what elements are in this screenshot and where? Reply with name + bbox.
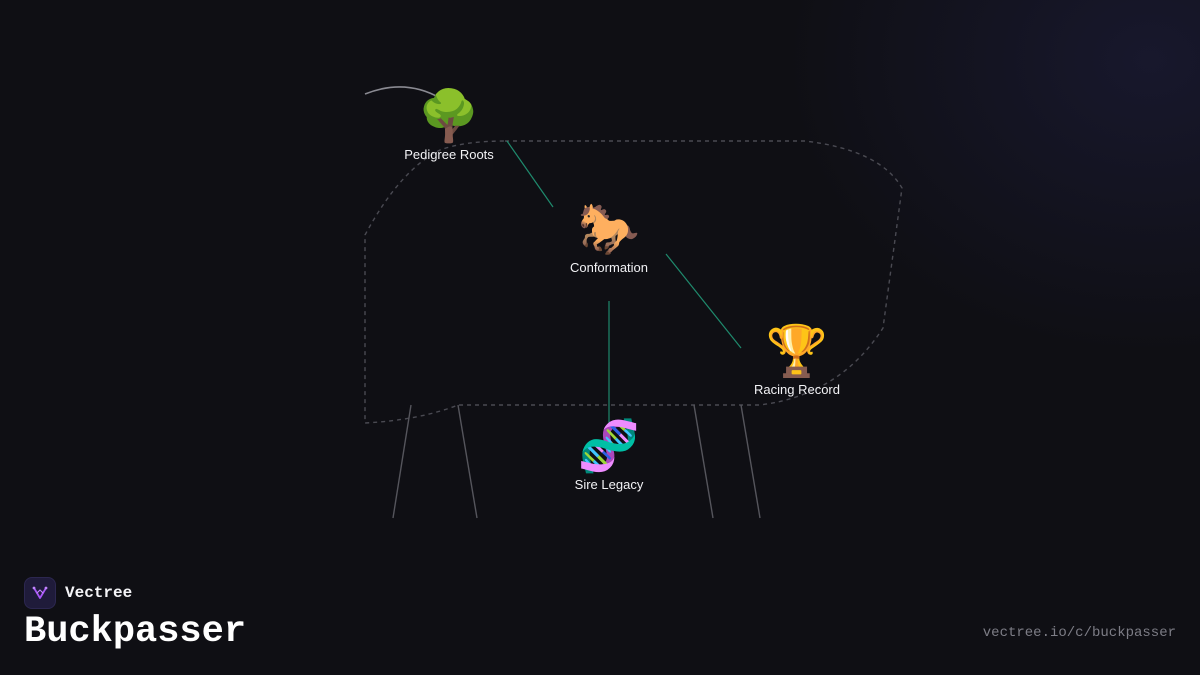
node-label: Pedigree Roots — [404, 147, 494, 162]
horse-leg-front-right — [457, 404, 478, 519]
dna-icon: 🧬 — [577, 417, 641, 475]
horse-leg-back-right — [740, 404, 761, 519]
node-sire-legacy[interactable]: 🧬 Sire Legacy — [529, 417, 689, 492]
node-racing-record[interactable]: 🏆 Racing Record — [717, 322, 877, 397]
horse-neck-arc — [364, 86, 441, 99]
horse-body-outline — [364, 140, 903, 424]
vectree-logo-icon — [24, 577, 56, 609]
horse-icon: 🐎 — [577, 200, 641, 258]
edge-conformation-racing-record — [665, 253, 742, 349]
brand[interactable]: Vectree — [24, 577, 132, 609]
tree-icon: 🌳 — [417, 87, 481, 145]
brand-name: Vectree — [65, 584, 133, 602]
trophy-icon: 🏆 — [765, 322, 829, 380]
node-label: Racing Record — [754, 382, 840, 397]
horse-leg-front-left — [392, 404, 412, 519]
node-label: Conformation — [569, 260, 649, 275]
node-label: Sire Legacy — [574, 477, 644, 492]
page-title: Buckpasser — [24, 611, 247, 653]
horse-leg-back-left — [693, 404, 714, 519]
node-pedigree-roots[interactable]: 🌳 Pedigree Roots — [369, 87, 529, 162]
edge-pedigree-roots-conformation — [506, 140, 554, 208]
node-conformation[interactable]: 🐎 Conformation — [529, 200, 689, 275]
page-url[interactable]: vectree.io/c/buckpasser — [982, 625, 1176, 641]
